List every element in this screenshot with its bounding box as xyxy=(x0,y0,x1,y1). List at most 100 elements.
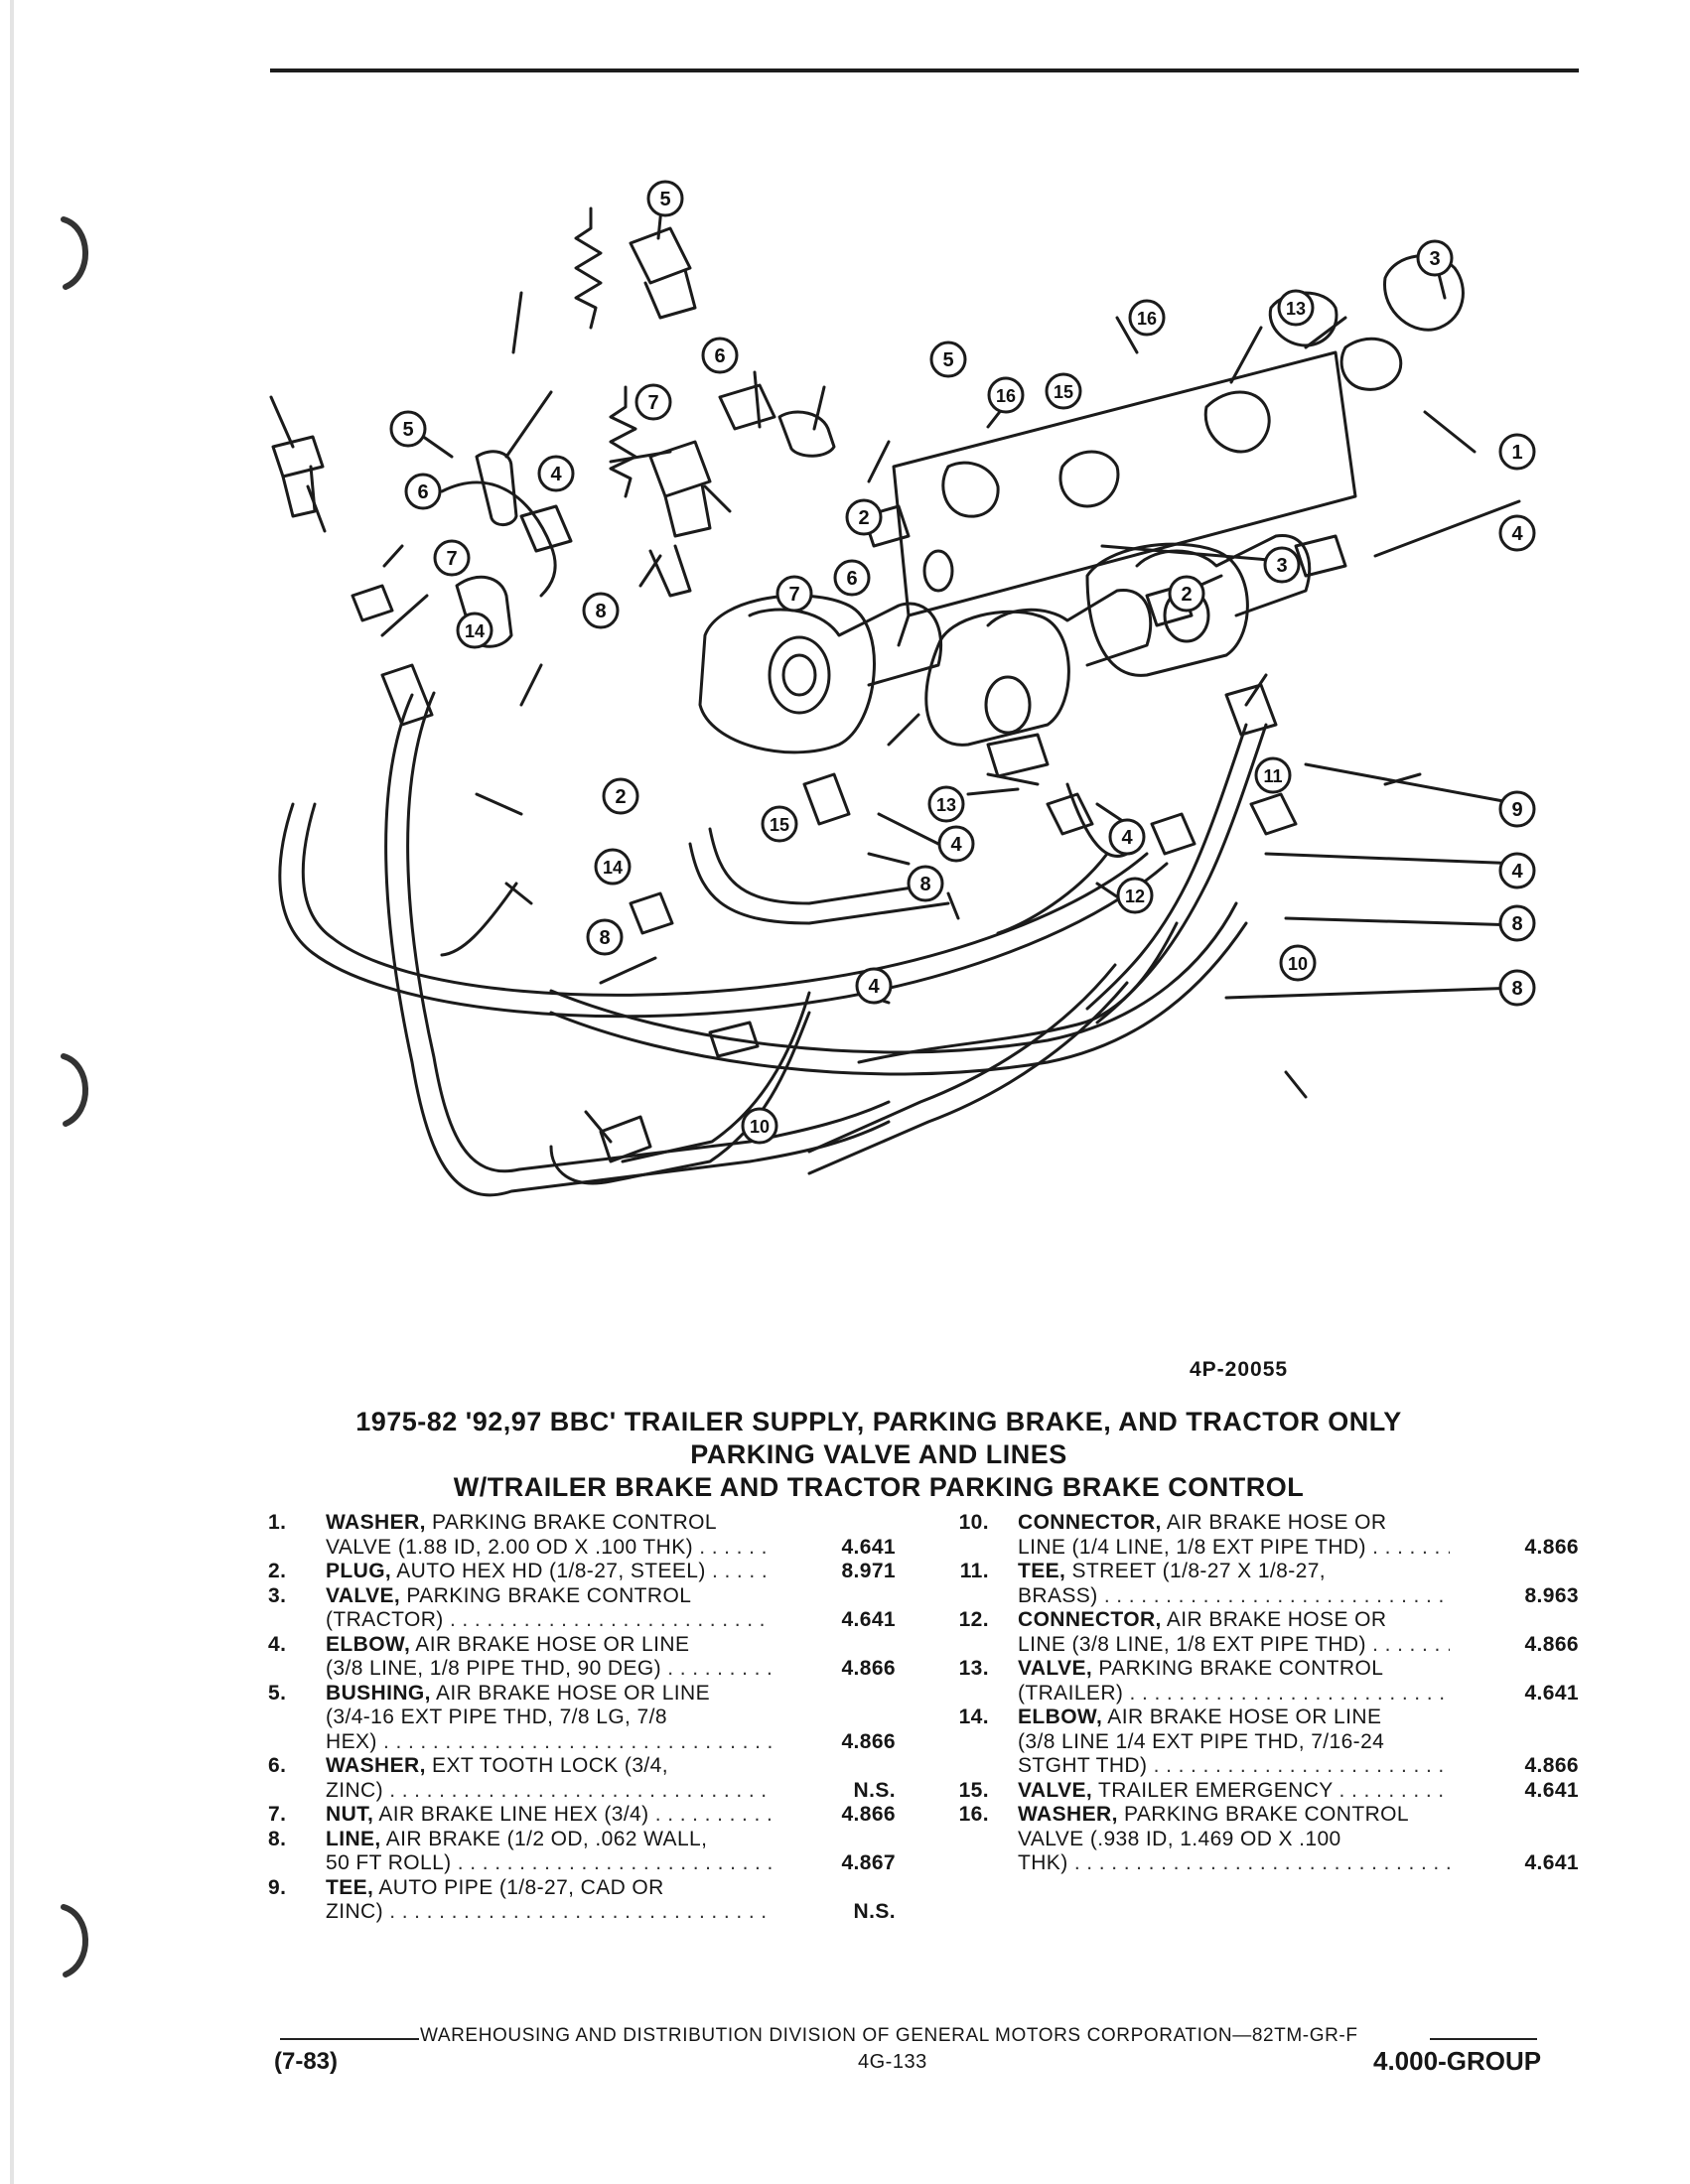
callout-5: 5 xyxy=(389,410,427,448)
description-line: TEE, STREET (1/8-27 X 1/8-27, xyxy=(1018,1560,1450,1584)
group-code: 4.866 xyxy=(1524,1535,1579,1559)
callout-number: 3 xyxy=(1276,555,1287,577)
part-description: TEE, STREET (1/8-27 X 1/8-27,BRASS) xyxy=(1018,1560,1450,1608)
part-number: 6. xyxy=(268,1754,287,1777)
description-line: VALVE, PARKING BRAKE CONTROL xyxy=(326,1584,773,1609)
callout-circle xyxy=(927,785,965,823)
callout-circle xyxy=(1128,299,1166,337)
callout-number: 8 xyxy=(1511,978,1522,1000)
callout-number: 8 xyxy=(1511,913,1522,935)
part-number: 13. xyxy=(958,1657,989,1680)
callout-number: 1 xyxy=(1511,442,1522,464)
part-number: 11. xyxy=(959,1560,989,1582)
callout-3: 3 xyxy=(1416,239,1454,277)
callout-4: 4 xyxy=(937,825,975,863)
description-line: LINE, AIR BRAKE (1/2 OD, .062 WALL, xyxy=(326,1828,773,1852)
callout-9: 9 xyxy=(1498,790,1536,828)
page-title-line2: PARKING VALVE AND LINES xyxy=(690,1439,1067,1469)
part-name: PLUG, xyxy=(326,1560,392,1582)
description-line: VALVE, TRAILER EMERGENCY xyxy=(1018,1779,1450,1804)
callout-13: 13 xyxy=(1277,289,1315,327)
group-code: N.S. xyxy=(853,1778,896,1802)
figure-number: 4P-20055 xyxy=(1190,1358,1289,1381)
callout-number: 11 xyxy=(1263,766,1282,786)
description-line: (TRACTOR) xyxy=(326,1608,773,1633)
callout-number: 10 xyxy=(1288,954,1308,974)
group-code: 4.866 xyxy=(841,1729,896,1753)
part-entry: 13.VALVE, PARKING BRAKE CONTROL(TRAILER)… xyxy=(933,1657,1579,1706)
callout-number: 5 xyxy=(402,419,413,441)
callout-number: 5 xyxy=(659,189,670,210)
part-name: LINE, xyxy=(326,1827,381,1850)
group-code: 4.867 xyxy=(841,1851,896,1874)
callout-number: 2 xyxy=(615,786,626,808)
callout-number: 6 xyxy=(417,481,428,503)
callout-16: 16 xyxy=(1128,299,1166,337)
description-text: TRAILER EMERGENCY xyxy=(1092,1778,1334,1802)
callout-number: 15 xyxy=(1054,382,1073,402)
callout-4: 4 xyxy=(1498,852,1536,889)
part-number: 16. xyxy=(958,1803,989,1826)
callout-circle xyxy=(855,967,893,1005)
description-text: AIR BRAKE HOSE OR LINE xyxy=(410,1632,690,1656)
part-name: TEE, xyxy=(1018,1560,1066,1582)
part-number: 2. xyxy=(268,1560,287,1582)
callout-circle xyxy=(1498,904,1536,942)
part-name: WASHER, xyxy=(1018,1803,1118,1826)
part-description: BUSHING, AIR BRAKE HOSE OR LINE(3/4-16 E… xyxy=(326,1682,773,1755)
group-code: 4.866 xyxy=(841,1803,896,1826)
callout-15: 15 xyxy=(761,805,798,843)
callout-8: 8 xyxy=(907,865,944,902)
page-title-line3: W/TRAILER BRAKE AND TRACTOR PARKING BRAK… xyxy=(453,1472,1305,1502)
callout-number: 7 xyxy=(788,584,799,606)
callout-number: 2 xyxy=(1181,584,1192,606)
part-number: 3. xyxy=(268,1583,287,1607)
group-code: 4.641 xyxy=(1524,1851,1579,1874)
description-line: TEE, AUTO PIPE (1/8-27, CAD OR xyxy=(326,1876,773,1901)
callout-number: 14 xyxy=(465,621,485,641)
part-entry: 5.BUSHING, AIR BRAKE HOSE OR LINE(3/4-16… xyxy=(268,1682,914,1755)
description-text: ZINC) xyxy=(326,1778,383,1802)
description-text: 50 FT ROLL) xyxy=(326,1851,452,1874)
callout-6: 6 xyxy=(701,337,739,374)
description-line: 50 FT ROLL) xyxy=(326,1851,773,1876)
part-number: 10. xyxy=(958,1511,989,1534)
callout-circle xyxy=(1254,756,1292,794)
description-text: VALVE (1.88 ID, 2.00 OD X .100 THK) xyxy=(326,1535,693,1559)
callout-10: 10 xyxy=(741,1107,778,1145)
callout-number: 4 xyxy=(1511,861,1523,883)
callout-circle xyxy=(1498,969,1536,1007)
callout-8: 8 xyxy=(1498,904,1536,942)
callout-number: 4 xyxy=(950,834,962,856)
callout-circle xyxy=(456,612,493,649)
callout-number: 13 xyxy=(936,795,956,815)
callout-16: 16 xyxy=(987,376,1025,414)
callout-number: 6 xyxy=(846,568,857,590)
description-line: VALVE, PARKING BRAKE CONTROL xyxy=(1018,1657,1450,1682)
group-number: 4.000-GROUP xyxy=(1373,2046,1542,2076)
callout-number: 7 xyxy=(647,392,658,414)
callout-circle xyxy=(845,498,883,536)
description-text: THK) xyxy=(1018,1851,1068,1874)
part-name: VALVE, xyxy=(1018,1657,1093,1680)
group-code: 8.963 xyxy=(1524,1583,1579,1607)
callout-circle xyxy=(634,383,672,421)
callout-circle xyxy=(907,865,944,902)
header-rule xyxy=(270,68,1579,72)
callout-circle xyxy=(833,559,871,597)
description-line: WASHER, EXT TOOTH LOCK (3/4, xyxy=(326,1754,773,1779)
part-description: ELBOW, AIR BRAKE HOSE OR LINE(3/8 LINE, … xyxy=(326,1633,773,1682)
group-code: 4.866 xyxy=(1524,1632,1579,1656)
callout-1: 1 xyxy=(1498,433,1536,471)
callout-circle xyxy=(1498,514,1536,552)
callout-circle xyxy=(537,455,575,492)
callout-7: 7 xyxy=(433,539,471,577)
description-text: (TRACTOR) xyxy=(326,1608,444,1631)
part-name: WASHER, xyxy=(326,1754,426,1777)
